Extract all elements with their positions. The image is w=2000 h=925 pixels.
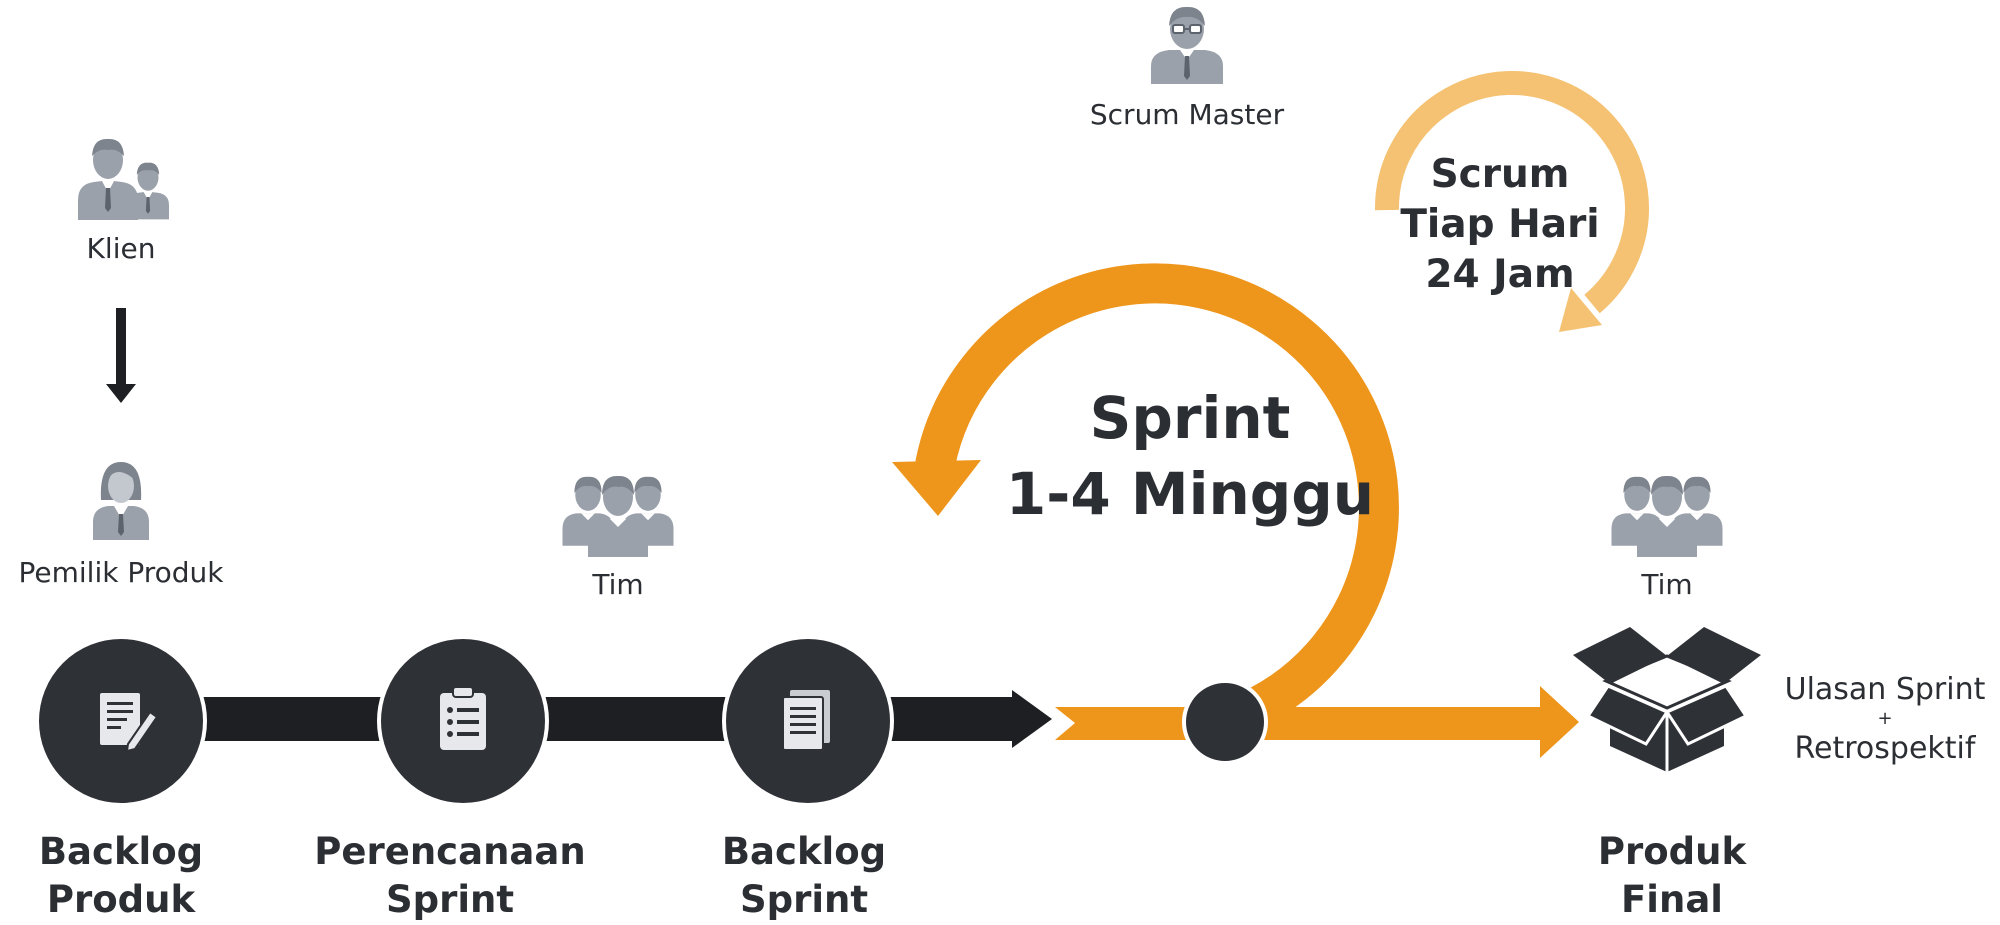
product-owner-label: Pemilik Produk	[18, 556, 224, 589]
document-pen-icon	[100, 693, 159, 753]
sprint-backlog-node	[722, 635, 894, 807]
client-two-persons-icon	[78, 138, 169, 220]
clipboard-list-icon	[440, 686, 486, 750]
sprint-planning-node	[377, 635, 549, 807]
sprint-planning-title: Perencanaan Sprint	[314, 830, 586, 921]
product-backlog-title: Backlog Produk	[38, 830, 204, 921]
client-arrow-shaft	[116, 308, 126, 384]
open-box-icon	[1573, 627, 1761, 774]
documents-stack-icon	[782, 690, 830, 751]
daily-scrum-arc	[1374, 71, 1649, 314]
client-label: Klien	[86, 232, 156, 265]
sprint-flow-arrow	[1055, 686, 1579, 758]
daily-scrum-label: Scrum Tiap Hari 24 Jam	[1400, 152, 1600, 297]
scrum-master-label: Scrum Master	[1089, 98, 1285, 131]
flow-arrow-head-dark	[1012, 690, 1052, 748]
product-backlog-node	[35, 635, 207, 807]
client-arrow-head	[106, 384, 136, 403]
team-right-group-icon	[1611, 475, 1723, 557]
sprint-backlog-title: Backlog Sprint	[721, 830, 887, 921]
product-owner-woman-icon	[93, 462, 149, 540]
final-product-title: Produk Final	[1597, 830, 1747, 921]
scrum-master-icon	[1151, 6, 1223, 84]
sprint-milestone-dot	[1182, 679, 1268, 765]
sprint-loop-arc	[915, 263, 1399, 736]
sprint-loop-arrow-head	[892, 460, 981, 516]
team-left-group-icon	[562, 475, 674, 557]
daily-scrum-arrow-head	[1559, 288, 1602, 332]
sprint-duration-label: Sprint 1-4 Minggu	[1005, 384, 1375, 528]
team-left-label: Tim	[592, 568, 644, 601]
team-right-label: Tim	[1641, 568, 1693, 601]
sprint-review-label: Ulasan Sprint + Retrospektif	[1784, 672, 1986, 766]
